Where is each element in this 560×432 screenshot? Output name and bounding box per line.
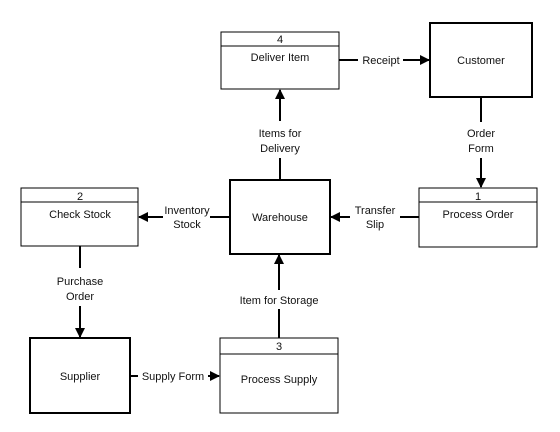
- process-check-stock: 2 Check Stock: [20, 187, 139, 247]
- process-number: 4: [277, 34, 283, 46]
- flow-label-line-2: Stock: [173, 219, 201, 231]
- process-label: Process Supply: [241, 374, 318, 386]
- flow-label-line-1: Order: [467, 128, 495, 140]
- process-label: Process Order: [443, 209, 514, 221]
- flow-label-line-2: Order: [66, 291, 94, 303]
- flow-supply-form: Supply Form: [130, 371, 220, 383]
- flow-label: Receipt: [362, 55, 399, 67]
- entity-supplier: Supplier: [29, 337, 131, 414]
- entity-label: Warehouse: [252, 212, 308, 224]
- flow-label-line-1: Purchase: [57, 276, 103, 288]
- flow-label: Item for Storage: [240, 295, 319, 307]
- entity-label: Customer: [457, 55, 505, 67]
- flow-order-form: Order Form: [467, 97, 495, 188]
- flow-label-line-2: Delivery: [260, 143, 300, 155]
- flow-label-line-1: Transfer: [355, 205, 396, 217]
- entity-customer: Customer: [429, 22, 533, 98]
- process-label: Check Stock: [49, 209, 111, 221]
- flow-receipt: Receipt: [339, 55, 430, 67]
- flow-label-line-2: Form: [468, 143, 494, 155]
- flow-label-line-2: Slip: [366, 219, 384, 231]
- flow-label: Supply Form: [142, 371, 204, 383]
- process-process-order: 1 Process Order: [418, 187, 538, 248]
- flow-items-for-delivery: Items for Delivery: [259, 89, 302, 180]
- flow-label-line-1: Inventory: [164, 205, 210, 217]
- entity-warehouse: Warehouse: [229, 179, 331, 255]
- flow-item-for-storage: Item for Storage: [240, 254, 319, 338]
- flow-transfer-slip: Transfer Slip: [330, 205, 419, 231]
- process-number: 3: [276, 341, 282, 353]
- process-number: 1: [475, 191, 481, 203]
- flow-purchase-order: Purchase Order: [57, 246, 103, 338]
- process-deliver-item: 4 Deliver Item: [220, 31, 340, 90]
- entity-label: Supplier: [60, 371, 101, 383]
- flow-label-line-1: Items for: [259, 128, 302, 140]
- process-label: Deliver Item: [251, 52, 310, 64]
- process-number: 2: [77, 191, 83, 203]
- flow-inventory-stock: Inventory Stock: [138, 205, 230, 231]
- process-process-supply: 3 Process Supply: [219, 337, 339, 414]
